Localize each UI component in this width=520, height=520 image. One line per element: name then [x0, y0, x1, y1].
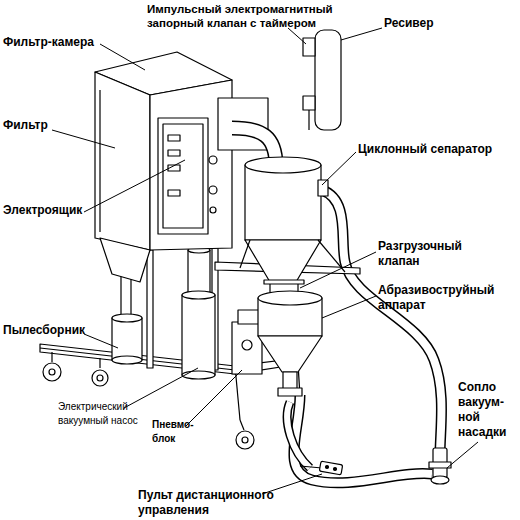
abrasive-blaster-part: [283, 372, 297, 390]
leader-line-part: [186, 370, 242, 426]
part-label: Фильтр-камера: [3, 35, 123, 50]
remote-control-part: [300, 466, 322, 468]
remote-control-part: [319, 461, 342, 475]
part-label: Сопло вакуум- ной насадки: [458, 380, 518, 440]
part-label: Разгрузочный клапан: [378, 239, 488, 269]
part-label: Фильтр: [3, 118, 83, 133]
leader-line-part: [300, 252, 376, 288]
filter-chamber-part: [95, 72, 150, 250]
cyclone-separator-part: [318, 240, 345, 272]
receiver-part: [315, 30, 341, 130]
part-label: Импульсный электромагнитный запорный кла…: [147, 2, 352, 30]
dust-collector-part: [112, 314, 142, 322]
vacuum-nozzle: [429, 448, 451, 484]
hose-part: [294, 395, 432, 483]
caster-wheel-part: [99, 358, 100, 368]
leader-line-part: [341, 28, 382, 40]
part-label: Циклонный сепаратор: [358, 142, 518, 157]
pneumo-block-part: [242, 340, 252, 350]
vacuum-pump-part: [182, 371, 215, 379]
filter-chamber-part: [100, 238, 150, 282]
electrical-box: [158, 118, 217, 234]
hose-part: [287, 402, 310, 468]
receiver-part: [308, 110, 309, 130]
electrical-box-part: [168, 135, 180, 141]
electrical-box-part: [168, 150, 180, 156]
leader-line-part: [100, 44, 145, 70]
cyclone-separator: [240, 157, 345, 282]
leader-line-part: [322, 152, 356, 185]
cyclone-separator-part: [240, 240, 250, 268]
part-label: Электроящик: [3, 203, 123, 218]
hose-part: [322, 190, 442, 455]
part-label: Пульт дистанционного управления: [138, 488, 308, 518]
cyclone-separator-part: [245, 165, 321, 240]
remote-control-part: [326, 466, 329, 469]
caster-wheel-part: [92, 370, 108, 386]
leader-line-part: [124, 368, 198, 408]
electrical-box-part: [158, 118, 208, 234]
side-cabinet: [218, 98, 276, 166]
hose-part: [287, 402, 310, 468]
receiver: [303, 30, 341, 130]
hose-part: [322, 190, 442, 455]
vacuum-nozzle-part: [431, 476, 449, 484]
dust-collector-part: [112, 318, 142, 360]
part-label: Ресивер: [384, 16, 464, 31]
part-label: Абразивоструйный аппарат: [378, 283, 516, 313]
leader-line-part: [322, 296, 376, 318]
abrasive-blaster-part: [278, 388, 302, 396]
caster-wheel-part: [43, 363, 61, 381]
abrasive-blaster-part: [258, 291, 322, 305]
caster-wheel-part: [240, 420, 244, 430]
pneumo-block-part: [238, 310, 260, 324]
leader-line-part: [447, 442, 478, 468]
remote-control: [300, 461, 343, 475]
part-label: Электрический вакуумный насос: [58, 400, 153, 428]
cyclone-separator-part: [245, 157, 321, 173]
dust-collector-part: [112, 356, 142, 364]
caster-wheel-part: [242, 437, 248, 443]
receiver-part: [303, 38, 315, 56]
remote-control-part: [334, 468, 337, 471]
cyclone-separator-part: [245, 240, 321, 282]
caster-wheel-part: [49, 369, 55, 375]
filter-chamber: [95, 52, 232, 282]
part-label: Пневмо- блок: [152, 418, 202, 446]
vacuum-pump: [182, 247, 215, 379]
vacuum-pump-part: [182, 295, 215, 375]
leader-line-part: [288, 28, 306, 44]
hose-part: [294, 395, 432, 483]
caster-wheel-part: [236, 431, 254, 449]
caster-wheel-part: [51, 352, 52, 362]
electrical-box-part: [163, 124, 203, 228]
electrical-box-part: [209, 156, 217, 164]
vacuum-pump-part: [182, 291, 215, 299]
leader-line-part: [52, 130, 115, 148]
abrasive-blaster: [258, 291, 322, 396]
caster-wheel-part: [97, 375, 103, 381]
dust-collector: [112, 272, 142, 364]
leader-line-part: [84, 334, 118, 348]
discharge-valve-part: [264, 280, 304, 284]
vacuum-pump-part: [188, 250, 210, 295]
leader-line-part: [84, 160, 185, 212]
cyclone-separator-part: [318, 180, 328, 196]
electrical-box-part: [168, 190, 180, 196]
filter-chamber-part: [99, 90, 100, 232]
electrical-box-part: [210, 207, 216, 213]
part-label: Пылесборник: [3, 323, 123, 338]
electrical-box-part: [209, 186, 217, 194]
frame-post-part: [147, 250, 153, 368]
abrasive-blaster-part: [258, 336, 322, 372]
receiver-part: [303, 96, 315, 110]
